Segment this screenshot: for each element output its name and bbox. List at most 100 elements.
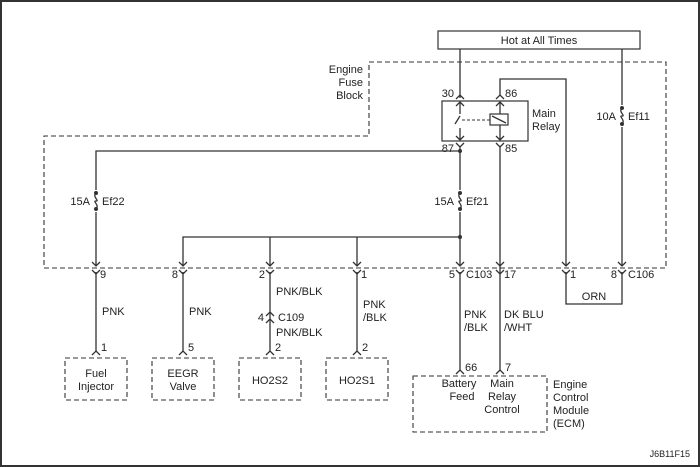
wire-87-to-ef22 (95, 150, 460, 266)
svg-text:Block: Block (336, 90, 363, 102)
wire-86-to-c106-1 (499, 78, 567, 266)
c103-connector-row: 9 8 2 1 5 C103 17 (91, 261, 516, 281)
wire-orn-loop (565, 272, 623, 305)
svg-text:85: 85 (505, 143, 517, 155)
svg-text:Feed: Feed (449, 391, 474, 403)
svg-text:8: 8 (611, 269, 617, 281)
svg-text:7: 7 (505, 362, 511, 374)
fuse-icon (620, 107, 624, 125)
engine-fuse-block-label: Engine Fuse Block (329, 64, 364, 102)
svg-text:2: 2 (275, 342, 281, 354)
wire-label-orn: ORN (582, 291, 607, 303)
svg-text:Control: Control (484, 404, 519, 416)
coil-lower-lead (495, 125, 505, 141)
c106-pin-1: 1 (561, 261, 576, 281)
diagram-id: J6B11F15 (650, 449, 690, 459)
wire-label: DK BLU (504, 309, 544, 321)
coil-diagonal (491, 115, 507, 124)
component-ho2s1: 2 HO2S1 (325, 342, 389, 401)
wire-label: /BLK (363, 312, 388, 324)
switch-blade (454, 115, 461, 125)
svg-text:8: 8 (172, 269, 178, 281)
svg-text:Relay: Relay (532, 121, 561, 133)
eegr-valve-box (151, 357, 215, 401)
ho2s1-box (325, 357, 389, 401)
fuse-icon (94, 192, 98, 210)
svg-text:Ef21: Ef21 (466, 196, 489, 208)
svg-text:(ECM): (ECM) (553, 418, 585, 430)
pin-30-mark (455, 94, 465, 100)
pin-mark (455, 369, 465, 375)
c106-connector: 1 8 C106 (561, 261, 654, 281)
component-ho2s2: 2 HO2S2 (238, 342, 302, 401)
svg-text:5: 5 (449, 269, 455, 281)
svg-text:30: 30 (442, 88, 454, 100)
svg-text:EEGR: EEGR (167, 368, 198, 380)
pin-mark (265, 311, 275, 324)
power-source-box: Hot at All Times (437, 30, 641, 50)
svg-text:1: 1 (361, 269, 367, 281)
fuel-injector-box (64, 357, 128, 401)
pin-86-mark (495, 94, 505, 100)
wire-label: /WHT (504, 322, 532, 334)
svg-text:15A: 15A (70, 196, 90, 208)
c103-pin-9: 9 (91, 261, 106, 281)
switch-upper-contact (455, 101, 465, 114)
c106-pin-8: 8 C106 (611, 261, 654, 281)
svg-text:Injector: Injector (78, 381, 114, 393)
c103-pin-17: 17 (495, 261, 516, 281)
svg-text:17: 17 (504, 269, 516, 281)
c103-pin-2: 2 (259, 261, 275, 281)
svg-text:86: 86 (505, 88, 517, 100)
svg-text:HO2S1: HO2S1 (339, 375, 375, 387)
switch-lower-contact (455, 128, 465, 141)
wire-label: PNK (464, 309, 487, 321)
svg-text:9: 9 (100, 269, 106, 281)
svg-text:15A: 15A (434, 196, 454, 208)
fuse-icon (458, 192, 462, 210)
wire-label: PNK/BLK (276, 286, 323, 298)
fuse-ef21: 15A Ef21 (434, 190, 489, 212)
pin-mark (495, 261, 505, 275)
c103-pin-1: 1 (352, 261, 367, 281)
svg-text:2: 2 (362, 342, 368, 354)
wire-label: PNK (102, 306, 125, 318)
pin-mark (352, 350, 362, 356)
svg-text:Ef11: Ef11 (628, 111, 650, 123)
svg-text:C109: C109 (278, 312, 304, 324)
wire-label: PNK (363, 299, 386, 311)
coil-upper-lead (495, 101, 505, 114)
svg-text:C106: C106 (628, 269, 654, 281)
svg-text:C103: C103 (466, 269, 492, 281)
svg-text:Main: Main (490, 378, 514, 390)
svg-text:Ef22: Ef22 (102, 196, 125, 208)
ecm-box (412, 375, 548, 433)
svg-text:Main: Main (532, 108, 556, 120)
svg-text:Relay: Relay (488, 391, 517, 403)
svg-text:Engine: Engine (553, 379, 587, 391)
svg-text:Fuse: Fuse (339, 77, 363, 89)
pin-mark (91, 350, 101, 356)
svg-text:Control: Control (553, 392, 588, 404)
svg-text:Valve: Valve (170, 381, 197, 393)
main-relay: 30 86 87 85 Main Relay (441, 88, 561, 155)
c103-pin-5: 5 C103 (449, 261, 492, 281)
pin-87-mark (455, 142, 465, 148)
c103-pin-8: 8 (172, 261, 188, 281)
wire-label: PNK/BLK (276, 327, 323, 339)
pin-mark (265, 350, 275, 356)
component-fuel-injector: 1 Fuel Injector (64, 342, 128, 401)
svg-text:1: 1 (570, 269, 576, 281)
svg-text:4: 4 (258, 312, 264, 324)
ho2s2-box (238, 357, 302, 401)
wire-label: /BLK (464, 322, 489, 334)
distribution-bus (182, 236, 460, 266)
relay-box (441, 100, 529, 142)
engine-fuse-block-outline (43, 61, 667, 269)
fuse-ef11: 10A Ef11 (596, 105, 650, 127)
splice-dot (458, 149, 462, 153)
fuse-ef22: 15A Ef22 (70, 190, 125, 212)
splice-dot (458, 235, 462, 239)
